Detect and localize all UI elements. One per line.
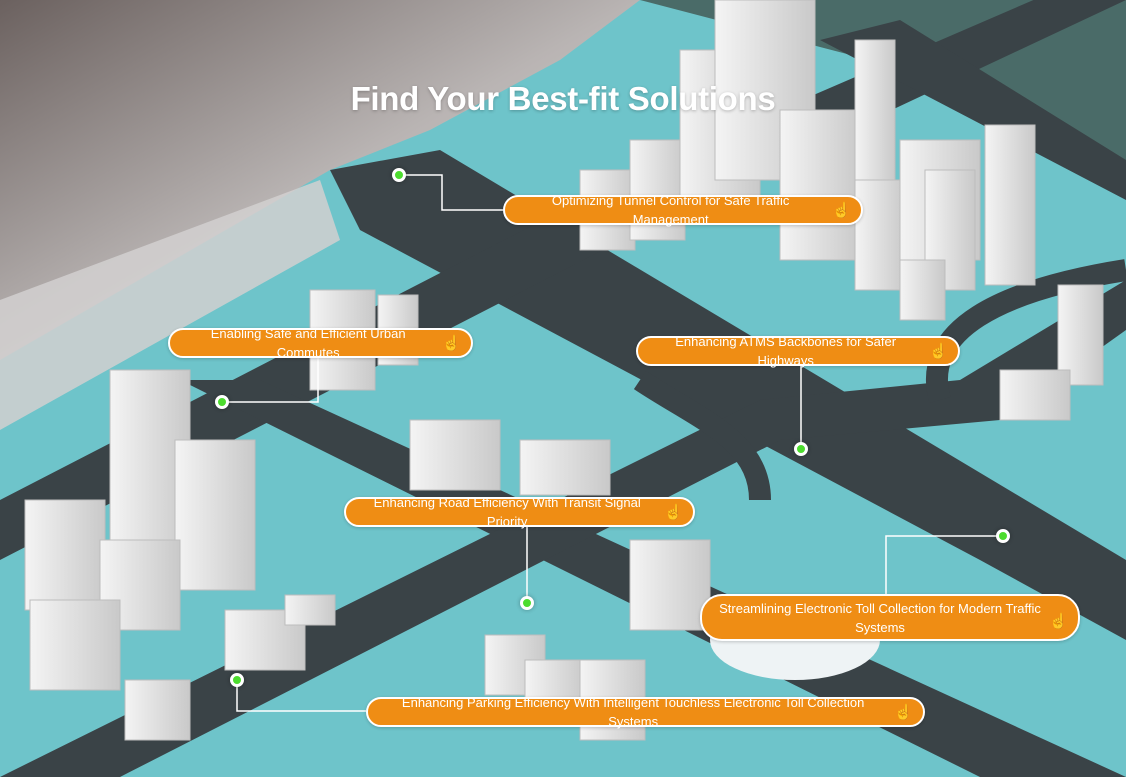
solution-button-toll[interactable]: Streamlining Electronic Toll Collection … xyxy=(700,594,1080,641)
hotspot-marker-parking[interactable] xyxy=(230,673,244,687)
solution-label: Enabling Safe and Efficient Urban Commut… xyxy=(210,326,406,360)
hand-pointer-icon: ☝ xyxy=(832,201,851,219)
interchange-ramp xyxy=(925,259,1126,404)
hotspot-marker-transit[interactable] xyxy=(520,596,534,610)
hillside-lower xyxy=(0,180,340,430)
solution-label: Enhancing Road Efficiency With Transit S… xyxy=(373,495,641,529)
solution-label: Optimizing Tunnel Control for Safe Traff… xyxy=(551,193,790,227)
solution-button-urban[interactable]: Enabling Safe and Efficient Urban Commut… xyxy=(168,326,473,360)
solution-button-transit[interactable]: Enhancing Road Efficiency With Transit S… xyxy=(344,495,695,529)
solution-label: Streamlining Electronic Toll Collection … xyxy=(719,600,1041,635)
hotspot-marker-tunnel[interactable] xyxy=(392,168,406,182)
hand-pointer-icon: ☝ xyxy=(929,342,948,360)
solution-button-atms[interactable]: Enhancing ATMS Backbones for Safer Highw… xyxy=(636,334,960,368)
solution-label: Enhancing Parking Efficiency With Intell… xyxy=(401,695,865,729)
hand-pointer-icon: ☝ xyxy=(894,703,913,721)
page-title: Find Your Best-fit Solutions xyxy=(350,80,776,117)
hand-pointer-icon: ☝ xyxy=(664,503,683,521)
solution-button-tunnel[interactable]: Optimizing Tunnel Control for Safe Traff… xyxy=(503,193,863,227)
hotspot-marker-toll[interactable] xyxy=(996,529,1010,543)
hotspot-marker-atms[interactable] xyxy=(794,442,808,456)
hand-pointer-icon: ☝ xyxy=(1049,613,1068,630)
hotspot-marker-urban[interactable] xyxy=(215,395,229,409)
top-road xyxy=(820,20,1126,200)
interchange-ramp xyxy=(633,370,771,501)
solution-label: Enhancing ATMS Backbones for Safer Highw… xyxy=(675,334,897,368)
solution-button-parking[interactable]: Enhancing Parking Efficiency With Intell… xyxy=(366,695,925,729)
buildings xyxy=(24,0,1104,741)
hand-pointer-icon: ☝ xyxy=(442,334,461,352)
hillside xyxy=(0,0,640,360)
